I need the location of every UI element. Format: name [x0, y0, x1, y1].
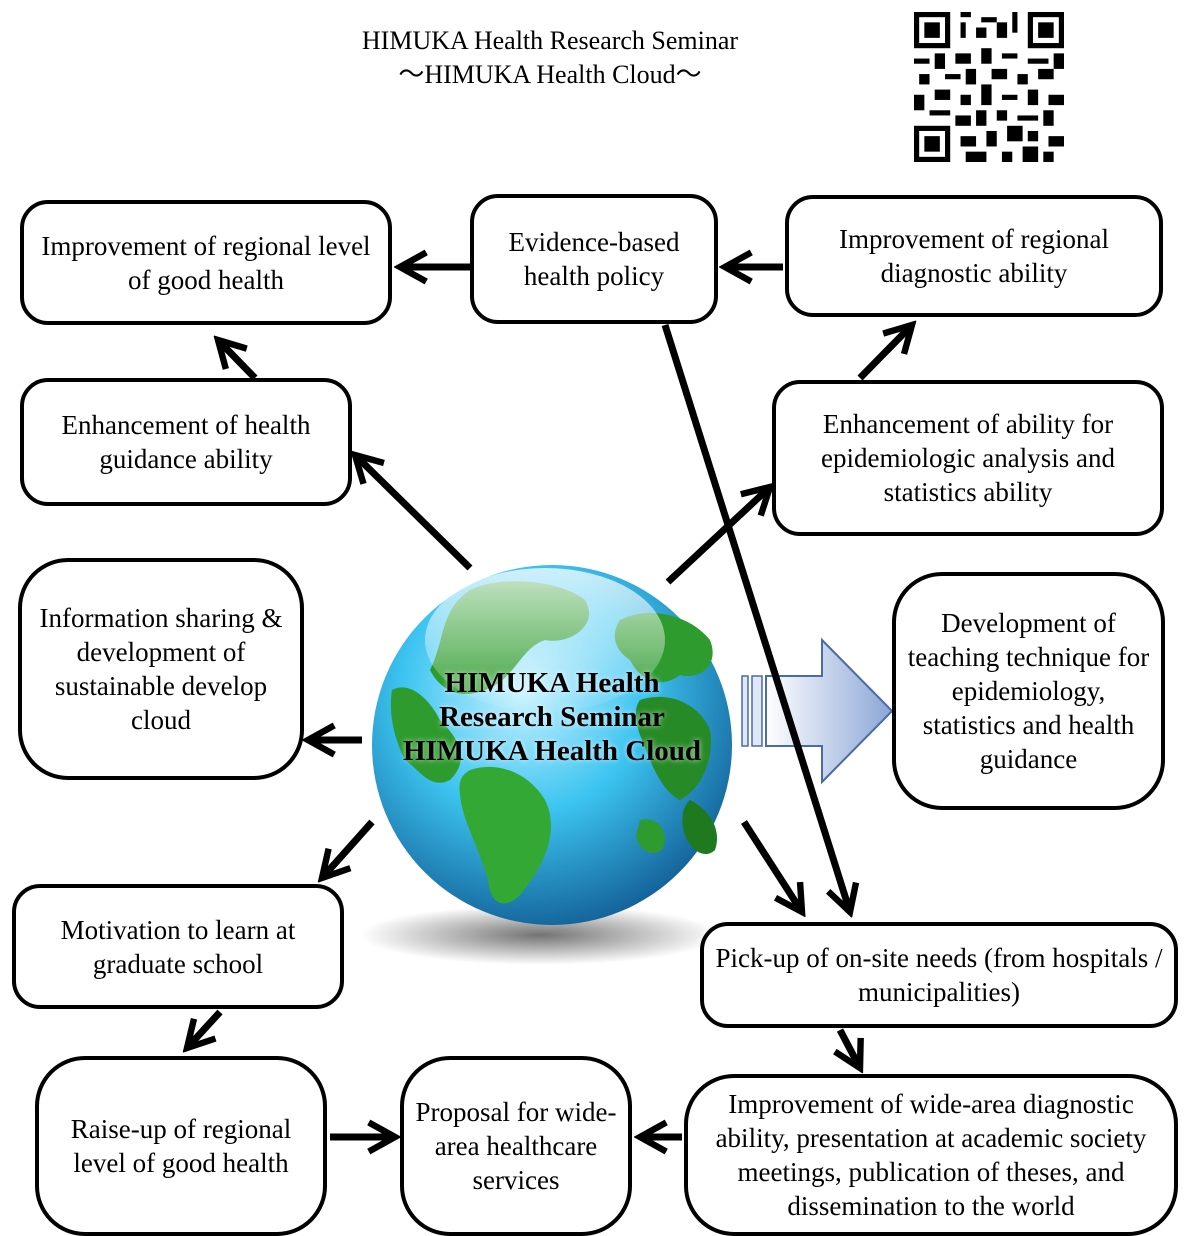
box-wide-area-diagnostic: Improvement of wide-area diagnostic abil… [684, 1074, 1178, 1236]
box-text: Enhancement of ability for epidemiologic… [821, 409, 1115, 507]
box-information-sharing: Information sharing & development of sus… [18, 558, 304, 780]
box-text: Evidence-based health policy [508, 227, 680, 291]
arrow-center-to-epi [665, 487, 770, 585]
arrow-policy-to-pickup [661, 323, 850, 912]
box-enhancement-guidance-ability: Enhancement of health guidance ability [20, 378, 352, 506]
arrow-center-to-guidance [355, 455, 473, 571]
box-evidence-based-policy: Evidence-based health policy [470, 194, 718, 324]
box-proposal-healthcare-services: Proposal for wide-area healthcare servic… [400, 1056, 632, 1236]
box-text: Development of teaching technique for ep… [907, 608, 1150, 774]
box-pickup-onsite-needs: Pick-up of on-site needs (from hospitals… [700, 922, 1178, 1028]
box-improvement-regional-health: Improvement of regional level of good he… [20, 200, 392, 325]
box-motivation-graduate-school: Motivation to learn at graduate school [12, 884, 344, 1009]
box-raise-up-regional-health: Raise-up of regional level of good healt… [35, 1056, 327, 1236]
arrow-center-to-motivation [322, 819, 375, 878]
arrow-pickup-to-wide [840, 1028, 860, 1068]
box-text: Improvement of regional diagnostic abili… [839, 224, 1109, 288]
box-teaching-technique: Development of teaching technique for ep… [892, 572, 1165, 810]
arrow-epi-to-diag [857, 325, 912, 381]
box-text: Information sharing & development of sus… [39, 603, 283, 735]
box-text: Improvement of regional level of good he… [41, 230, 371, 295]
big-right-arrow-icon [741, 637, 894, 785]
arrow-guidance-to-health [218, 340, 258, 381]
diagram-title: HIMUKA Health Research Seminar [361, 26, 739, 55]
globe-icon [360, 565, 732, 965]
box-text: Raise-up of regional level of good healt… [70, 1114, 292, 1178]
box-text: Enhancement of health guidance ability [61, 410, 311, 474]
box-text: Proposal for wide-area healthcare servic… [415, 1097, 617, 1195]
qr-code-icon [914, 12, 1064, 162]
box-text: Pick-up of on-site needs (from hospitals… [715, 943, 1163, 1007]
box-enhancement-epidemiologic-ability: Enhancement of ability for epidemiologic… [772, 380, 1164, 536]
box-improvement-diagnostic-ability: Improvement of regional diagnostic abili… [785, 195, 1163, 317]
center-label-line2: Research Seminar [439, 701, 665, 733]
box-text: Motivation to learn at graduate school [60, 914, 296, 979]
center-label-line3: HIMUKA Health Cloud [402, 735, 702, 767]
arrow-motivation-to-raise [187, 1009, 223, 1048]
arrow-center-to-pickup [741, 820, 802, 912]
box-text: Improvement of wide-area diagnostic abil… [715, 1089, 1147, 1221]
center-label-line1: HIMUKA Health [444, 667, 660, 699]
center-label: HIMUKA Health Research Seminar HIMUKA He… [372, 666, 732, 768]
diagram-subtitle: ～HIMUKA Health Cloud～ [398, 60, 702, 89]
